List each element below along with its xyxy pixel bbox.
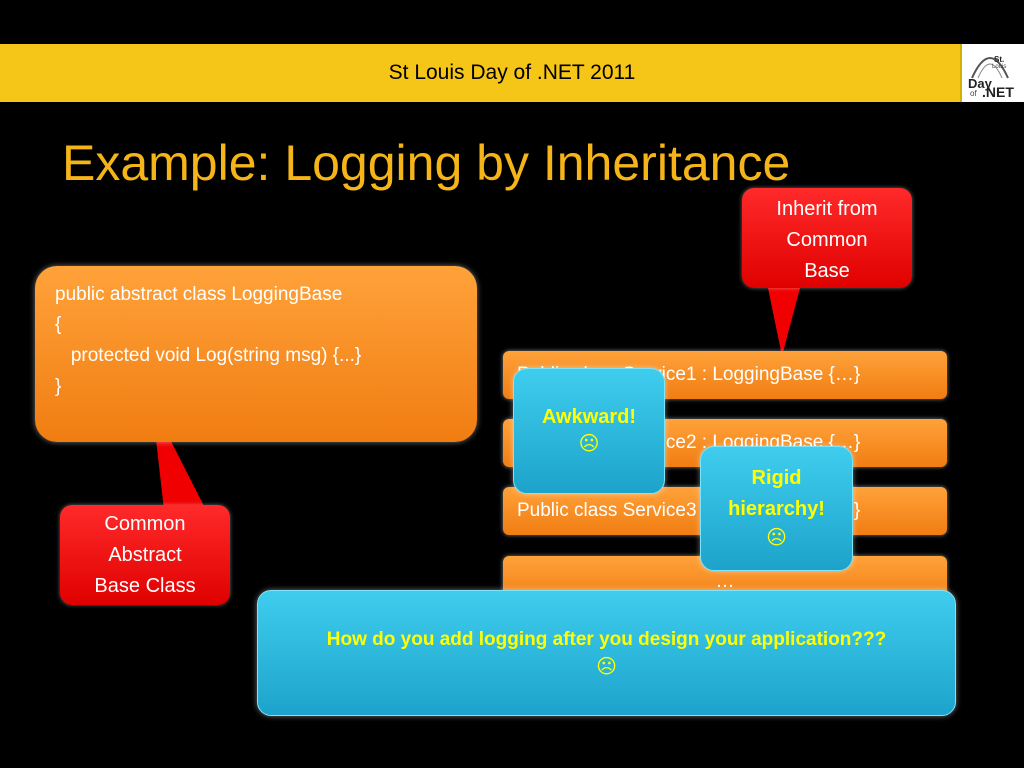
class-bar-label: … — [715, 571, 735, 592]
sad-face-icon: ☹ — [596, 656, 617, 678]
code-line: public abstract class LoggingBase — [55, 284, 343, 305]
arch-icon — [971, 57, 1009, 79]
logo-day: Day — [968, 76, 992, 91]
slide-title: Example: Logging by Inheritance — [62, 135, 791, 191]
callout-line: Abstract — [108, 544, 182, 566]
conference-logo: St. Louis Day of .NET — [960, 44, 1024, 102]
header-title: St Louis Day of .NET 2011 — [388, 61, 636, 84]
code-line: protected void Log(string msg) {...} — [55, 345, 362, 366]
callout-line: Common — [104, 513, 186, 535]
callout-line: Inherit from — [776, 198, 878, 220]
callout-line: Base — [804, 260, 850, 282]
question-callout: How do you add logging after you design … — [257, 590, 956, 716]
code-line: { — [55, 314, 62, 335]
logo-of: of — [970, 89, 977, 98]
logo-net: .NET — [982, 84, 1014, 100]
callout-text: hierarchy! — [728, 498, 825, 520]
logo-louis: Louis — [992, 64, 1007, 70]
inherit-pointer — [768, 288, 800, 356]
code-box: public abstract class LoggingBase { prot… — [35, 266, 477, 442]
common-base-callout: Common Abstract Base Class — [60, 505, 230, 605]
rigid-hierarchy-callout: Rigid hierarchy! ☹ — [700, 446, 853, 571]
callout-text: How do you add logging after you design … — [326, 629, 887, 650]
callout-text: Rigid — [751, 467, 802, 489]
sad-face-icon: ☹ — [766, 527, 787, 549]
sad-face-icon: ☹ — [578, 433, 600, 455]
logo-st: St. — [994, 55, 1005, 64]
callout-line: Common — [786, 229, 868, 251]
awkward-callout: Awkward! ☹ — [513, 368, 665, 494]
callout-text: Awkward! — [541, 406, 637, 428]
code-line: } — [55, 376, 62, 397]
header-bar: St Louis Day of .NET 2011 — [0, 44, 1024, 102]
callout-line: Base Class — [94, 575, 196, 597]
inherit-callout: Inherit from Common Base — [742, 188, 912, 288]
